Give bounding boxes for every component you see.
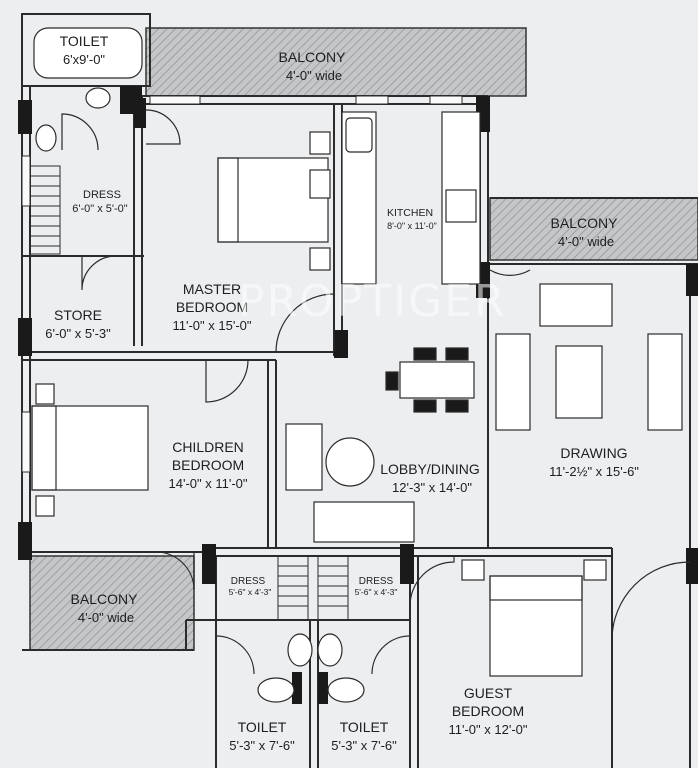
label-guest-bedroom-1: GUEST	[464, 685, 513, 701]
label-balcony-left-dim: 4'-0" wide	[78, 610, 134, 625]
children-bed	[31, 405, 149, 491]
guest-bed	[489, 575, 583, 677]
label-toilet-right-name: TOILET	[340, 719, 389, 735]
label-master-bedroom-1: MASTER	[183, 281, 241, 297]
label-balcony-right-name: BALCONY	[551, 215, 619, 231]
label-lobby-dining-dim: 12'-3" x 14'-0"	[392, 480, 472, 495]
label-balcony-top-name: BALCONY	[279, 49, 347, 65]
drawing-sofa-right	[647, 333, 683, 431]
master-wardrobe	[309, 131, 331, 155]
label-lobby-dining-name: LOBBY/DINING	[380, 461, 480, 477]
balcony-right-area	[489, 197, 698, 261]
label-toilet-top-name: TOILET	[60, 33, 109, 49]
label-master-bedroom-2: BEDROOM	[176, 299, 248, 315]
wc	[35, 124, 57, 152]
label-kitchen-dim: 8'-0" x 11'-0"	[387, 221, 437, 231]
drawing-coffee-table	[555, 345, 603, 419]
label-dress-top-dim: 6'-0" x 5'-0"	[72, 203, 128, 215]
label-balcony-right-dim: 4'-0" wide	[558, 234, 614, 249]
bathtub	[33, 27, 143, 79]
columns	[18, 86, 698, 704]
label-store-dim: 6'-0" x 5'-3"	[45, 326, 111, 341]
furniture	[31, 27, 683, 703]
label-children-bedroom-1: CHILDREN	[172, 439, 244, 455]
balcony-top-area	[145, 27, 527, 97]
label-toilet-left-dim: 5'-3" x 7'-6"	[229, 738, 295, 753]
dining-table	[399, 361, 475, 399]
label-dress-left-dim: 5'-6" x 4'-3"	[229, 587, 272, 597]
watermark: PROPTIGER	[238, 276, 507, 327]
label-dress-right-dim: 5'-6" x 4'-3"	[355, 587, 398, 597]
room-labels: TOILET 6'x9'-0" BALCONY 4'-0" wide DRESS…	[45, 33, 639, 753]
stair-lines	[29, 165, 349, 621]
label-children-bedroom-2: BEDROOM	[172, 457, 244, 473]
label-toilet-top-dim: 6'x9'-0"	[63, 52, 105, 67]
wash-basin	[85, 87, 111, 109]
label-toilet-right-dim: 5'-3" x 7'-6"	[331, 738, 397, 753]
label-guest-bedroom-2: BEDROOM	[452, 703, 524, 719]
label-balcony-top-dim: 4'-0" wide	[286, 68, 342, 83]
label-drawing-dim: 11'-2½" x 15'-6"	[549, 464, 639, 479]
lobby-round-table	[325, 437, 375, 487]
doors	[61, 109, 691, 675]
label-guest-bedroom-dim: 11'-0" x 12'-0"	[449, 722, 528, 737]
label-master-bedroom-dim: 11'-0" x 15'-0"	[173, 318, 252, 333]
label-kitchen-name: KITCHEN	[387, 207, 433, 219]
lobby-bench	[313, 501, 415, 543]
drawing-sofa-top	[539, 283, 613, 327]
label-store-name: STORE	[54, 307, 102, 323]
lobby-sofa	[285, 423, 323, 491]
label-children-bedroom-dim: 14'-0" x 11'-0"	[169, 476, 248, 491]
label-balcony-left-name: BALCONY	[71, 591, 139, 607]
label-dress-left-name: DRESS	[231, 576, 266, 587]
label-dress-top-name: DRESS	[83, 189, 121, 201]
label-drawing-name: DRAWING	[560, 445, 627, 461]
label-dress-right-name: DRESS	[359, 576, 394, 587]
drawing-sofa-left	[495, 333, 531, 431]
label-toilet-left-name: TOILET	[238, 719, 287, 735]
